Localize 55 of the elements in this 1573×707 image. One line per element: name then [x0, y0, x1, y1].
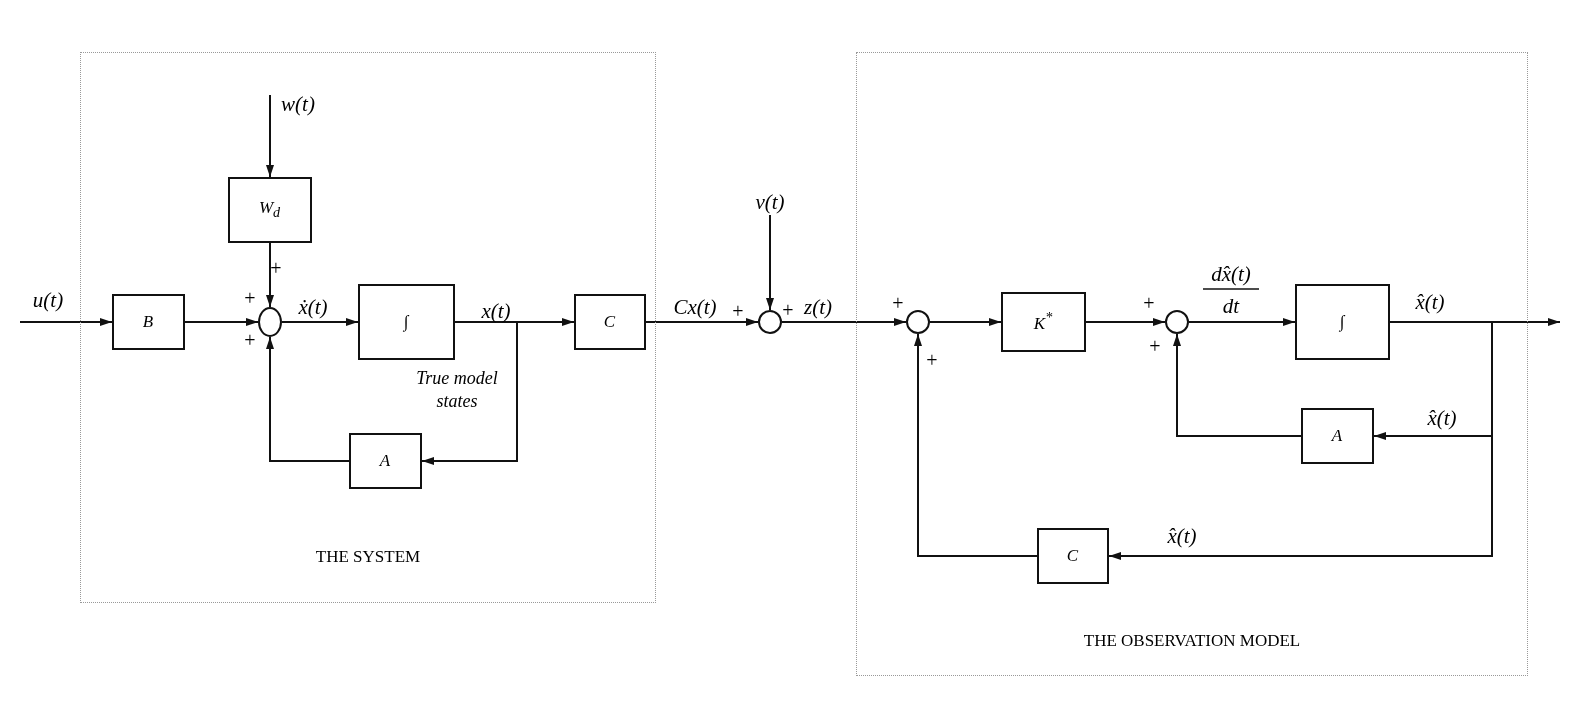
sign-label: + [270, 258, 282, 278]
summing-junction [1164, 309, 1189, 334]
signal-arrow [184, 318, 259, 326]
signal-arrow [781, 318, 907, 326]
sign-label: + [732, 301, 744, 321]
signal-arrow [281, 318, 359, 326]
block: B [111, 293, 185, 350]
sign-label: + [892, 293, 904, 313]
block: C [573, 293, 646, 350]
block: A [1300, 407, 1374, 464]
sign-label: + [1149, 336, 1161, 356]
sign-label: + [782, 300, 794, 320]
signal-arrow [645, 318, 759, 326]
group-title: THE SYSTEM [314, 547, 422, 567]
integrator-block: ∫ [1294, 283, 1390, 360]
group-frame [856, 52, 1528, 676]
block: K$^{*}$ [1000, 291, 1086, 352]
signal-arrow [1188, 318, 1296, 326]
signal-arrow [1108, 321, 1493, 560]
signal-label: x(t) [481, 300, 511, 322]
signal-label: x̂(t) [1427, 407, 1457, 429]
signal-arrow [914, 333, 1038, 557]
sign-label: + [1143, 293, 1155, 313]
sign-label: + [244, 288, 256, 308]
block: A [348, 432, 422, 489]
signal-arrow [19, 318, 113, 326]
note-text: True model states [415, 367, 499, 414]
signal-arrow [929, 318, 1002, 326]
signal-arrow [266, 336, 350, 462]
signal-arrow [1085, 318, 1166, 326]
sign-label: + [926, 350, 938, 370]
block: C [1036, 527, 1109, 584]
integrator-block: ∫ [357, 283, 455, 360]
summing-junction [257, 306, 282, 337]
summing-junction [758, 310, 782, 334]
signal-label: w(t) [281, 93, 315, 115]
group-frame [80, 52, 656, 603]
signal-label: z(t) [804, 296, 832, 318]
signal-label: x̂(t) [1415, 291, 1445, 313]
signal-label: ẋ(t) [298, 296, 328, 318]
block: W$_{d}$ [227, 176, 312, 243]
signal-arrow [1173, 333, 1302, 437]
signal-arrow [266, 242, 274, 308]
signal-label: Cx(t) [673, 296, 717, 318]
summing-junction [905, 309, 930, 334]
signal-label: v(t) [755, 191, 785, 213]
sign-label: + [244, 330, 256, 350]
signal-arrow [266, 94, 274, 178]
signal-label: u(t) [32, 289, 64, 311]
group-title: THE OBSERVATION MODEL [1082, 631, 1302, 651]
signal-label: x̂(t) [1167, 525, 1197, 547]
signal-arrow [766, 214, 774, 311]
signal-arrow [421, 321, 518, 465]
fraction-term: dt [1222, 295, 1240, 317]
fraction-term: dx̂(t) [1211, 263, 1251, 285]
